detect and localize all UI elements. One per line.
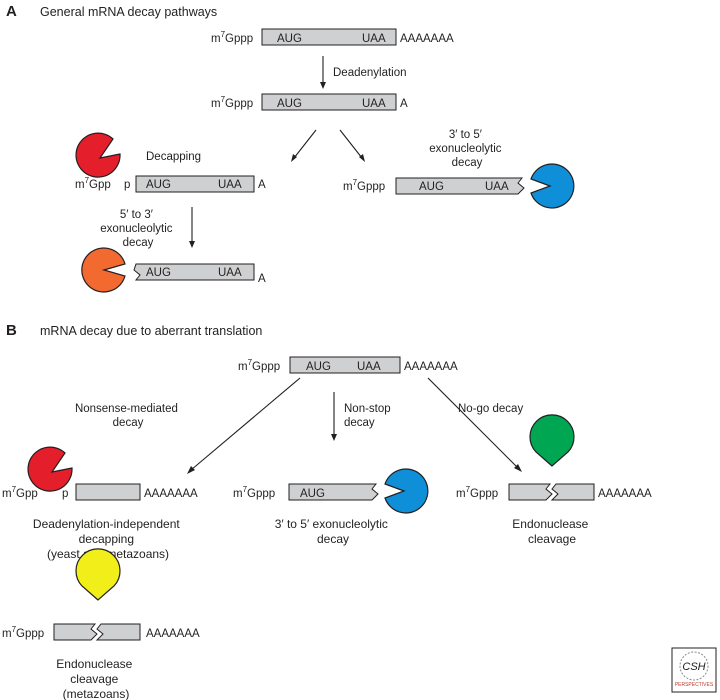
- start-codon: AUG: [300, 488, 325, 500]
- mrna-full-polya: m7Gppp AUG UAA AAAAAAA: [211, 28, 454, 46]
- start-codon: AUG: [146, 267, 171, 279]
- cap-label: m7Gppp: [456, 485, 498, 500]
- mrna-deadenylated: m7Gppp AUG UAA A: [211, 93, 408, 111]
- cap-label: m7Gpp: [2, 485, 38, 500]
- decapping-enzyme-icon: [27, 446, 73, 492]
- short-tail: A: [400, 98, 408, 110]
- exo-3to5-enzyme-icon: [384, 468, 429, 514]
- exo-caption: 3′ to 5′ exonucleolytic decay: [275, 517, 392, 546]
- exo-3to5-enzyme-icon: [530, 163, 575, 209]
- exo-3to5-path-arrow: [339, 129, 363, 159]
- mrna-body-degraded: [133, 263, 255, 281]
- start-codon: AUG: [277, 33, 302, 45]
- cap-label: m7Gppp: [233, 485, 275, 500]
- mrna-aberrant: m7Gppp AUG UAA AAAAAAA: [238, 356, 458, 374]
- cap-label: m7Gppp: [2, 625, 44, 640]
- nonstop-label: Non-stop decay: [344, 403, 394, 429]
- exo-3to5-label: 3′ to 5′ exonucleolytic decay: [429, 129, 504, 169]
- arrowhead: [331, 434, 337, 441]
- nmd-label: Nonsense-mediated decay: [75, 403, 181, 429]
- panel-a-letter: A: [6, 3, 17, 20]
- polya-tail: AAAAAAA: [146, 628, 200, 640]
- logo-text: CSH: [682, 661, 705, 673]
- polya-tail: AAAAAAA: [400, 33, 454, 45]
- arrowhead: [320, 82, 326, 89]
- polya-tail: AAAAAAA: [404, 361, 458, 373]
- logo-subtext: PERSPECTIVES: [675, 682, 714, 688]
- short-tail: A: [258, 273, 266, 285]
- polya-tail: AAAAAAA: [144, 488, 198, 500]
- cap-label: m7Gppp: [238, 358, 280, 373]
- panel-b-letter: B: [6, 322, 17, 339]
- mrna-body: [289, 356, 401, 374]
- phosphate-label: p: [62, 488, 68, 500]
- panel-a-title: General mRNA decay pathways: [40, 5, 217, 19]
- stop-codon: UAA: [218, 179, 242, 191]
- arrowhead: [514, 464, 522, 472]
- mrna-fragment-3prime: [550, 483, 595, 501]
- mrna-fragment-5prime: [53, 623, 98, 641]
- arrowhead: [359, 154, 365, 162]
- mrna-fragment-5prime: [508, 483, 553, 501]
- start-codon: AUG: [277, 98, 302, 110]
- exo-5to3-label: 5′ to 3′ exonucleolytic decay: [100, 209, 175, 249]
- stop-codon: UAA: [362, 33, 386, 45]
- phosphate-label: p: [124, 179, 130, 191]
- stop-codon: UAA: [362, 98, 386, 110]
- mrna-body: [135, 175, 255, 193]
- polya-tail: AAAAAAA: [598, 488, 652, 500]
- nogo-arrow: [427, 377, 519, 469]
- deadenylation-label: Deadenylation: [333, 67, 407, 79]
- cap-label: m7Gppp: [343, 178, 385, 193]
- endo-metazoan-caption: Endonuclease cleavage (metazoans): [56, 657, 135, 700]
- decapping-label: Decapping: [146, 151, 201, 163]
- mrna-body-degraded: [395, 177, 525, 195]
- csh-perspectives-logo: CSH PERSPECTIVES: [671, 647, 717, 693]
- cap-label: m7Gpp: [75, 176, 111, 191]
- start-codon: AUG: [146, 179, 171, 191]
- mrna-fragment-3prime: [95, 623, 141, 641]
- arrowhead: [291, 154, 297, 162]
- mrna-body: [261, 28, 397, 46]
- endo-caption: Endonuclease cleavage: [512, 517, 591, 546]
- decapping-path-arrow: [293, 129, 317, 159]
- stop-codon: UAA: [357, 361, 381, 373]
- exo-5to3-enzyme-icon: [81, 247, 126, 293]
- cap-label: m7Gppp: [211, 30, 253, 45]
- cap-label: m7Gppp: [211, 95, 253, 110]
- mrna-body: [261, 93, 397, 111]
- arrowhead: [187, 466, 195, 474]
- arrowhead: [189, 241, 195, 248]
- start-codon: AUG: [306, 361, 331, 373]
- mrna-body: [75, 483, 141, 501]
- nmd-arrow: [190, 377, 301, 471]
- panel-b-title: mRNA decay due to aberrant translation: [40, 324, 262, 338]
- short-tail: A: [258, 179, 266, 191]
- mrna-body-degraded: [288, 483, 379, 501]
- endonuclease-metazoan-icon: [75, 548, 121, 601]
- decapping-enzyme-icon: [75, 132, 121, 178]
- stop-codon: UAA: [485, 181, 509, 193]
- endonuclease-enzyme-icon: [529, 414, 575, 467]
- start-codon: AUG: [419, 181, 444, 193]
- nogo-label: No-go decay: [458, 403, 523, 415]
- stop-codon: UAA: [218, 267, 242, 279]
